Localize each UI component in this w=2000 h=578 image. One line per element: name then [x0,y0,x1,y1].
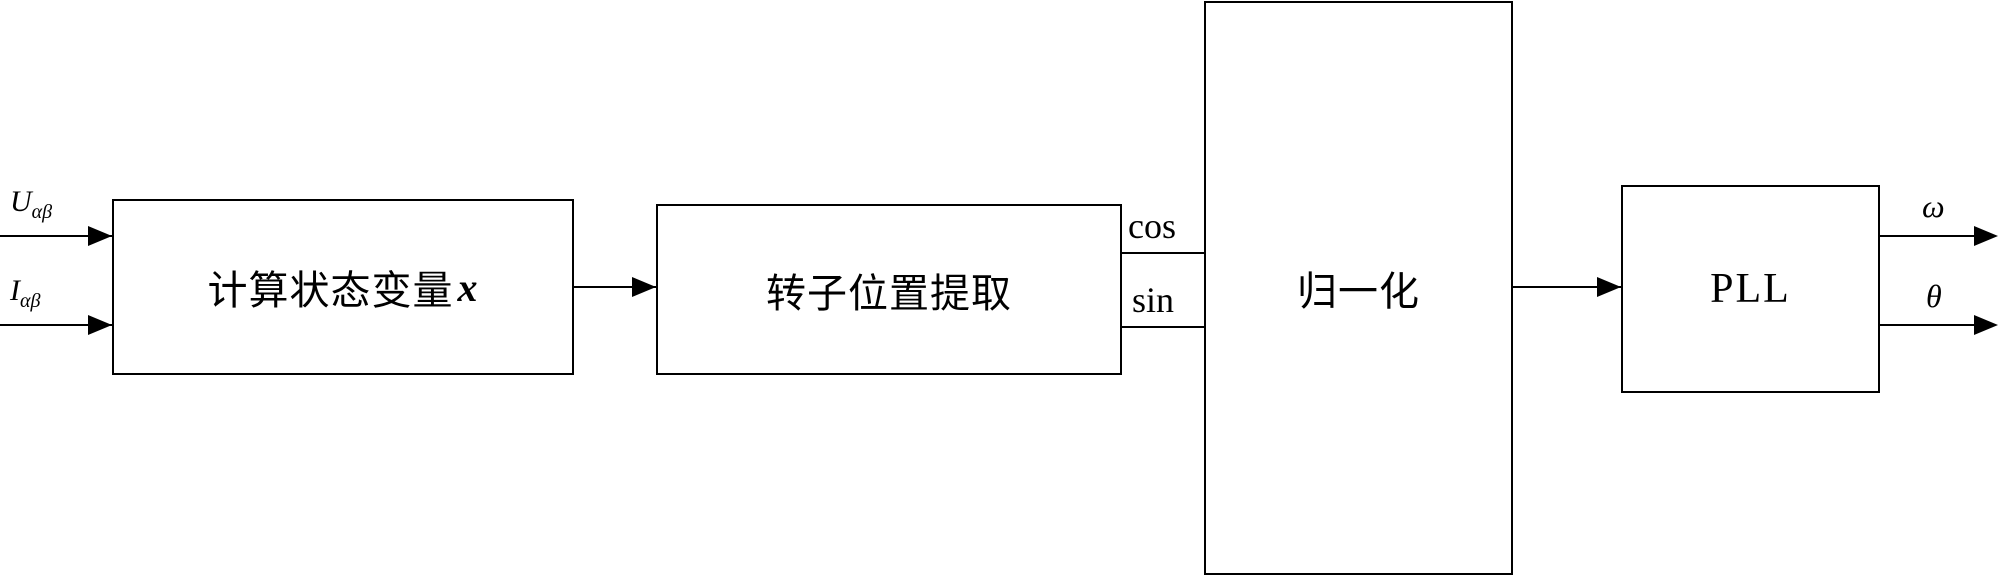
input-label-u-alphabeta: Uαβ [10,185,52,222]
arrowhead-input-u [88,226,112,246]
connector-norm-to-pll [1513,286,1621,288]
arrowhead-output-omega [1974,226,1998,246]
state-variable-x: x [457,264,479,310]
u-symbol: U [10,185,32,218]
output-label-omega: ω [1922,188,1945,224]
block-rotor-position-extraction: 转子位置提取 [656,204,1122,375]
connector-sin [1122,326,1204,328]
arrowhead-norm-to-pll [1597,277,1621,297]
block-pll: PLL [1621,185,1880,393]
i-symbol: I [10,274,20,307]
arrowhead-input-i [88,315,112,335]
i-subscript: αβ [20,290,41,312]
block-normalization: 归一化 [1204,1,1513,575]
sin-label: sin [1132,280,1175,320]
output-line-theta [1880,324,1978,326]
connector-cos [1122,252,1204,254]
rotor-block-label: 转子位置提取 [766,270,1012,316]
cos-label: cos [1128,206,1176,246]
arrowhead-output-theta [1974,315,1998,335]
input-line-u [0,235,112,237]
connector-calc-to-rotor [574,286,656,288]
arrowhead-calc-to-rotor [632,277,656,297]
normalization-block-label: 归一化 [1297,269,1420,314]
input-label-i-alphabeta: Iαβ [10,274,40,311]
pll-block-label: PLL [1710,266,1791,312]
output-line-omega [1880,235,1978,237]
input-line-i [0,324,112,326]
output-label-theta: θ [1926,278,1942,314]
calc-block-label: 计算状态变量 [207,268,454,313]
u-subscript: αβ [31,201,53,223]
